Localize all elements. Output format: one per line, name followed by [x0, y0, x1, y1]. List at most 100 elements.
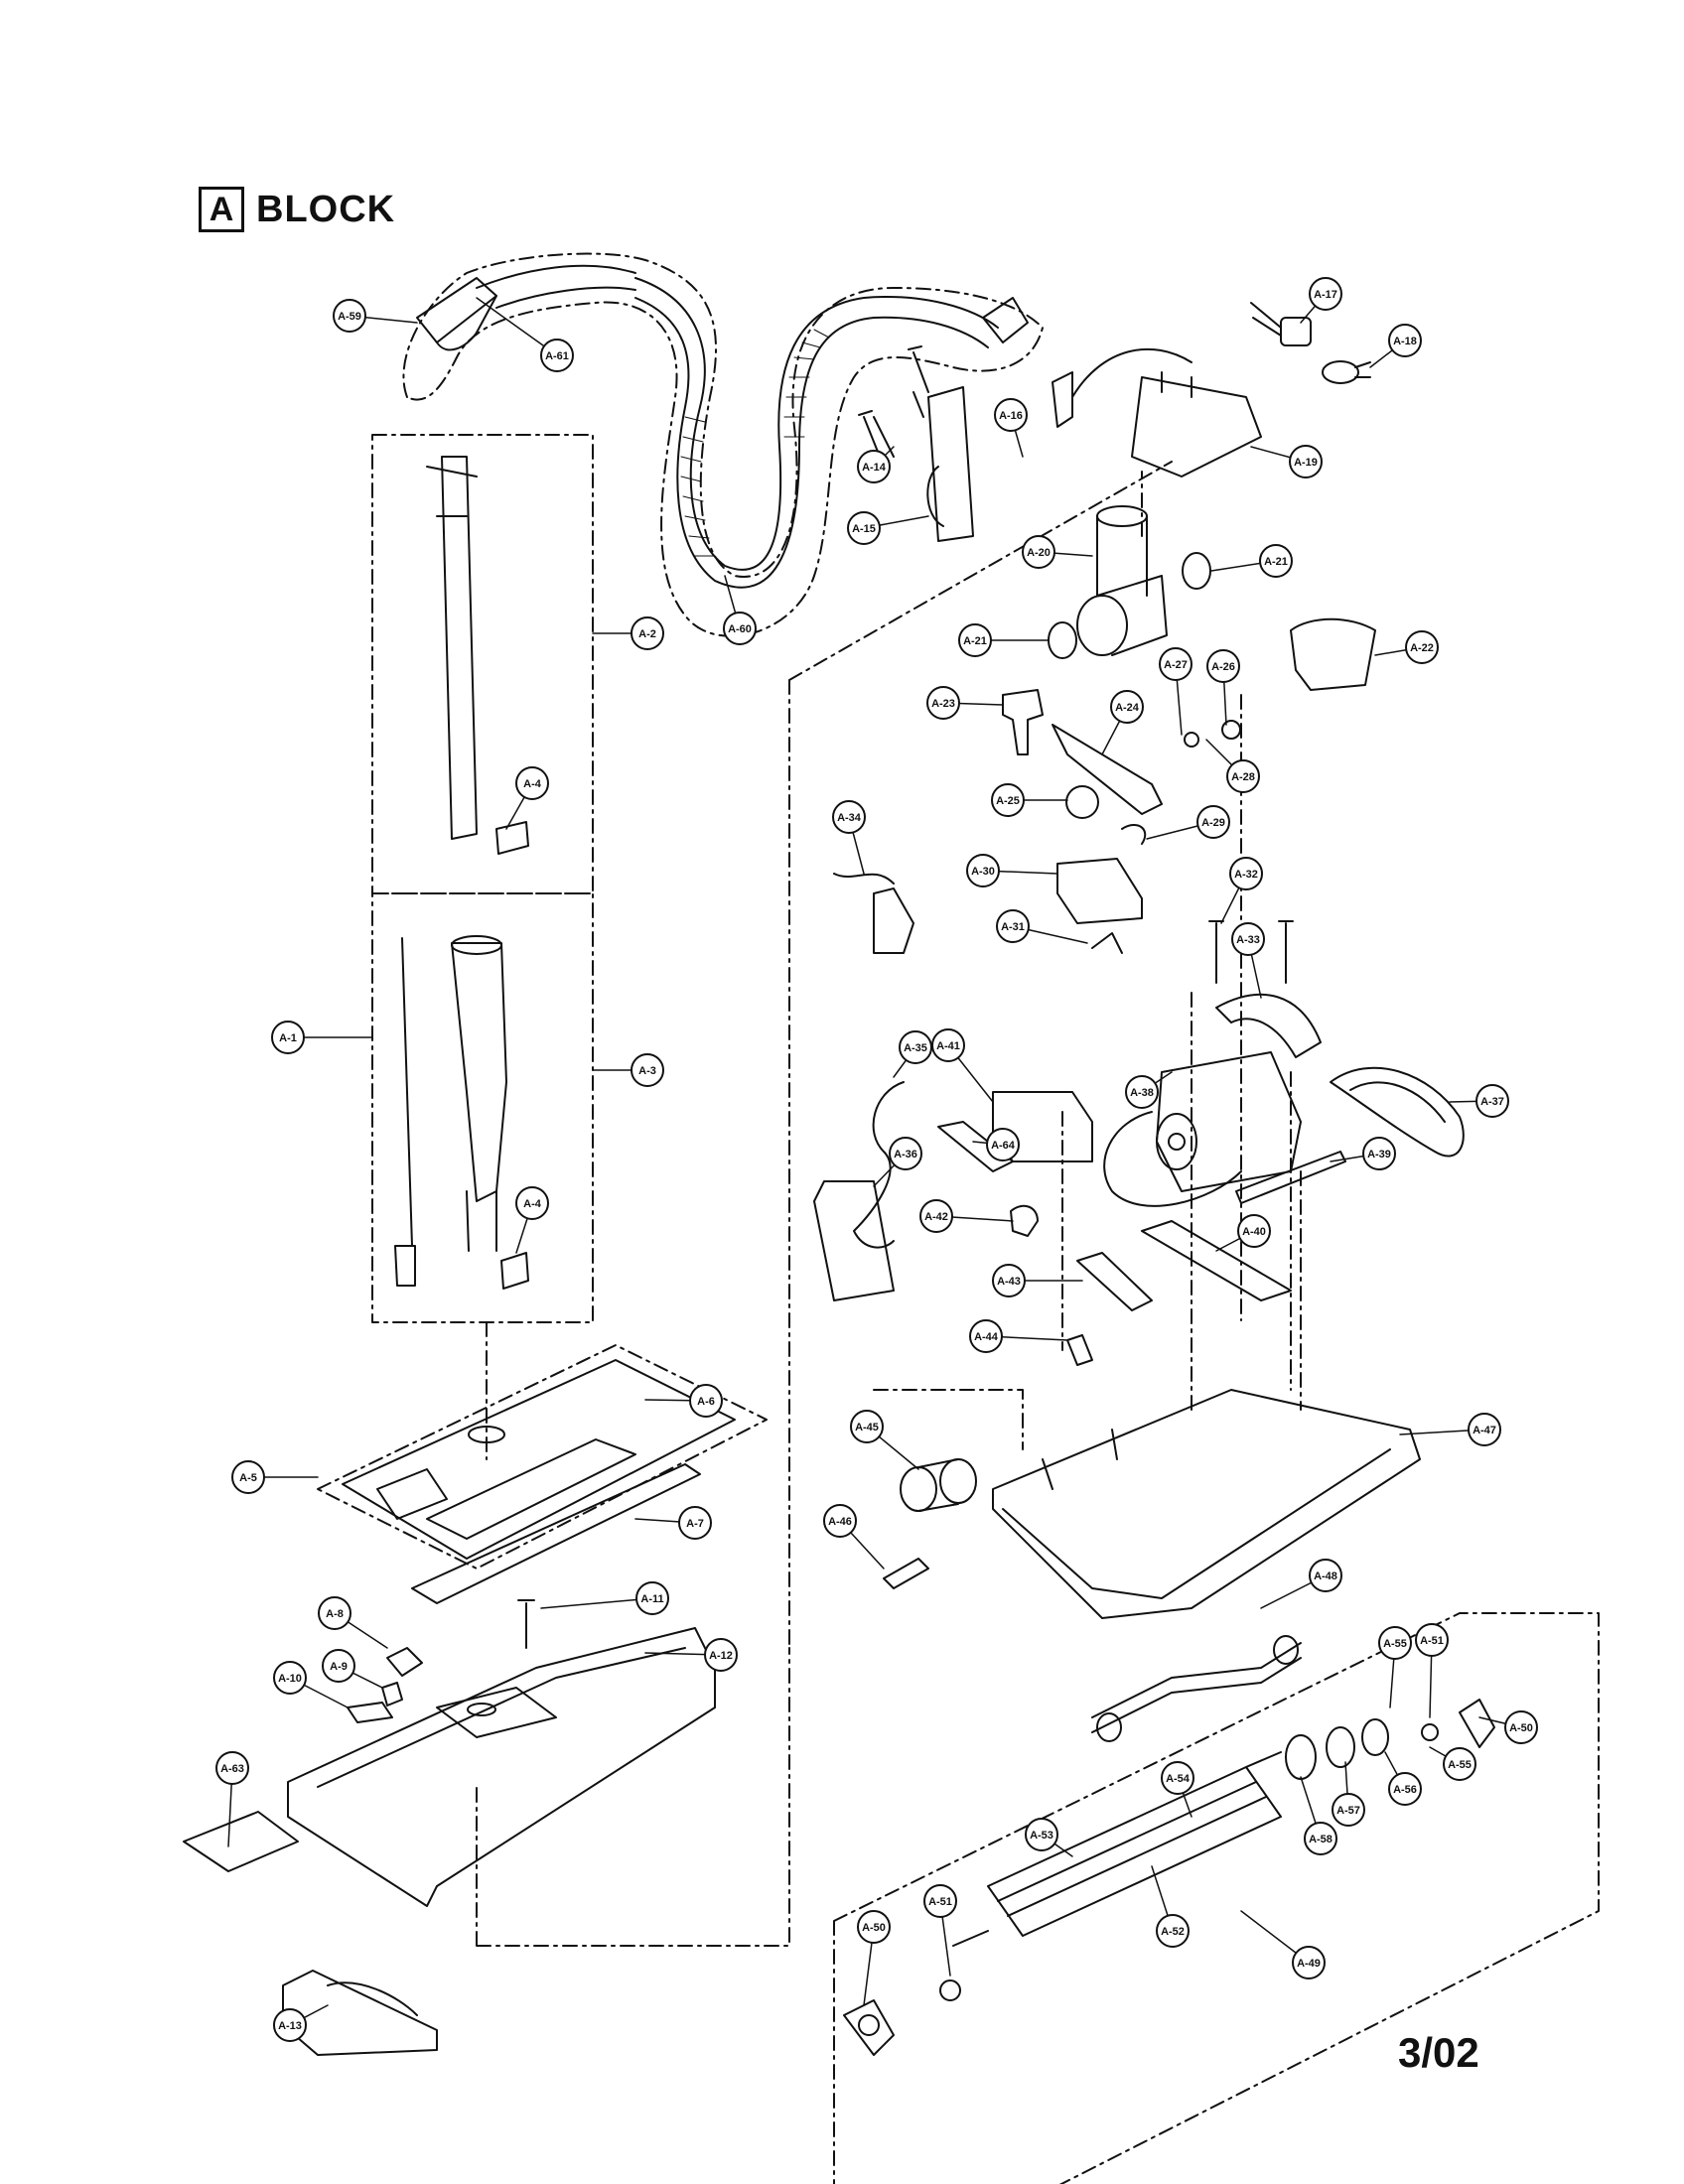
callout-circle [1504, 1710, 1538, 1744]
callout-circle [273, 2008, 307, 2042]
callout-circle [631, 616, 664, 650]
callout-a-20: A-20 [1022, 535, 1055, 569]
callout-label: A-23 [931, 698, 955, 710]
callout-layer: A-1A-2A-3A-4A-4A-5A-6A-7A-8A-9A-10A-11A-… [215, 277, 1538, 2042]
callout-circle [1025, 1818, 1058, 1851]
callout-circle [1309, 1559, 1342, 1592]
callout-a-49: A-49 [1292, 1946, 1326, 1979]
callout-circle [923, 1884, 957, 1918]
callout-circle [1468, 1413, 1501, 1446]
fan-housing [1076, 505, 1168, 656]
flexible-hose [634, 277, 1029, 589]
callout-a-50: A-50 [857, 1910, 891, 1944]
callout-circle [1304, 1822, 1337, 1855]
callout-a-50: A-50 [1504, 1710, 1538, 1744]
cord-hook [937, 1121, 1014, 1172]
motor-cap [1010, 1204, 1039, 1237]
wheel-roller [900, 1458, 977, 1512]
callout-label: A-55 [1383, 1638, 1407, 1650]
callout-circle [832, 800, 866, 834]
spring-clip [1121, 824, 1147, 845]
callout-a-44: A-44 [969, 1319, 1003, 1353]
end-bracket-left [843, 1999, 895, 2056]
callout-a-12: A-12 [704, 1638, 738, 1672]
lower-handle-group-outline [371, 892, 594, 1323]
cord-strip [394, 937, 416, 1287]
callout-circle [1022, 535, 1055, 569]
motor [1103, 1051, 1302, 1207]
callout-label: A-55 [1448, 1759, 1472, 1771]
callout-label: A-37 [1480, 1096, 1504, 1108]
callout-a-58: A-58 [1304, 1822, 1337, 1855]
callout-label: A-61 [545, 350, 569, 362]
callout-a-34: A-34 [832, 800, 866, 834]
callout-circle [994, 398, 1028, 432]
callout-a-53: A-53 [1025, 1818, 1058, 1851]
callout-leaders [227, 293, 1522, 2026]
drive-belt [1330, 1066, 1465, 1158]
callout-a-24: A-24 [1110, 690, 1144, 724]
callout-circle [1309, 277, 1342, 311]
callout-circle [723, 612, 757, 645]
callout-circle [1231, 922, 1265, 956]
callout-circle [540, 339, 574, 372]
callout-label: A-12 [709, 1650, 733, 1662]
callout-a-61: A-61 [540, 339, 574, 372]
small-bar [883, 1558, 929, 1589]
callout-label: A-58 [1309, 1834, 1333, 1845]
callout-circle [1125, 1075, 1159, 1109]
screw [517, 1599, 535, 1649]
callout-a-19: A-19 [1289, 445, 1323, 478]
end-washer-left [939, 1979, 961, 2001]
leader-line [873, 1389, 1024, 1450]
callout-label: A-59 [338, 311, 361, 323]
callout-label: A-57 [1336, 1805, 1360, 1817]
callout-circle [1159, 647, 1193, 681]
callout-a-63: A-63 [215, 1751, 249, 1785]
callout-a-11: A-11 [635, 1581, 669, 1615]
axle-rod [1235, 1151, 1346, 1204]
block-header: A BLOCK [199, 187, 395, 232]
shaft-small [1091, 932, 1123, 954]
callout-circle [992, 1264, 1026, 1297]
callout-a-39: A-39 [1362, 1137, 1396, 1170]
callout-circle [1110, 690, 1144, 724]
lower-handle-tube [451, 935, 507, 1252]
callout-circle [1196, 805, 1230, 839]
power-cord [853, 1081, 905, 1249]
callout-a-21: A-21 [958, 623, 992, 657]
callout-a-6: A-6 [689, 1384, 723, 1418]
callout-a-10: A-10 [273, 1661, 307, 1695]
callout-label: A-33 [1236, 934, 1260, 946]
callout-a-38: A-38 [1125, 1075, 1159, 1109]
callout-circle [1362, 1137, 1396, 1170]
callout-label: A-50 [862, 1922, 886, 1934]
callout-label: A-63 [220, 1763, 244, 1775]
callout-label: A-29 [1201, 817, 1225, 829]
callout-circle [689, 1384, 723, 1418]
callout-circle [986, 1128, 1020, 1161]
callout-a-1: A-1 [271, 1021, 305, 1054]
callout-label: A-35 [904, 1042, 927, 1054]
nameplate-label [183, 1811, 299, 1872]
callout-label: A-26 [1211, 661, 1235, 673]
callout-a-15: A-15 [847, 511, 881, 545]
callout-label: A-17 [1314, 289, 1337, 301]
callout-a-25: A-25 [991, 783, 1025, 817]
callout-label: A-4 [523, 778, 542, 790]
callout-label: A-21 [1264, 556, 1288, 568]
callout-label: A-7 [686, 1518, 704, 1530]
bracket [1056, 858, 1143, 924]
callout-circle [1332, 1793, 1365, 1827]
callout-label: A-41 [936, 1040, 960, 1052]
callout-a-2: A-2 [631, 616, 664, 650]
callout-circle [271, 1021, 305, 1054]
callout-label: A-16 [999, 410, 1023, 422]
callout-label: A-24 [1115, 702, 1140, 714]
callout-circle [1206, 649, 1240, 683]
callout-circle [889, 1137, 922, 1170]
callout-circle [322, 1649, 355, 1683]
callout-circle [996, 909, 1030, 943]
callout-a-4: A-4 [515, 1186, 549, 1220]
rear-axle [1091, 1635, 1302, 1742]
